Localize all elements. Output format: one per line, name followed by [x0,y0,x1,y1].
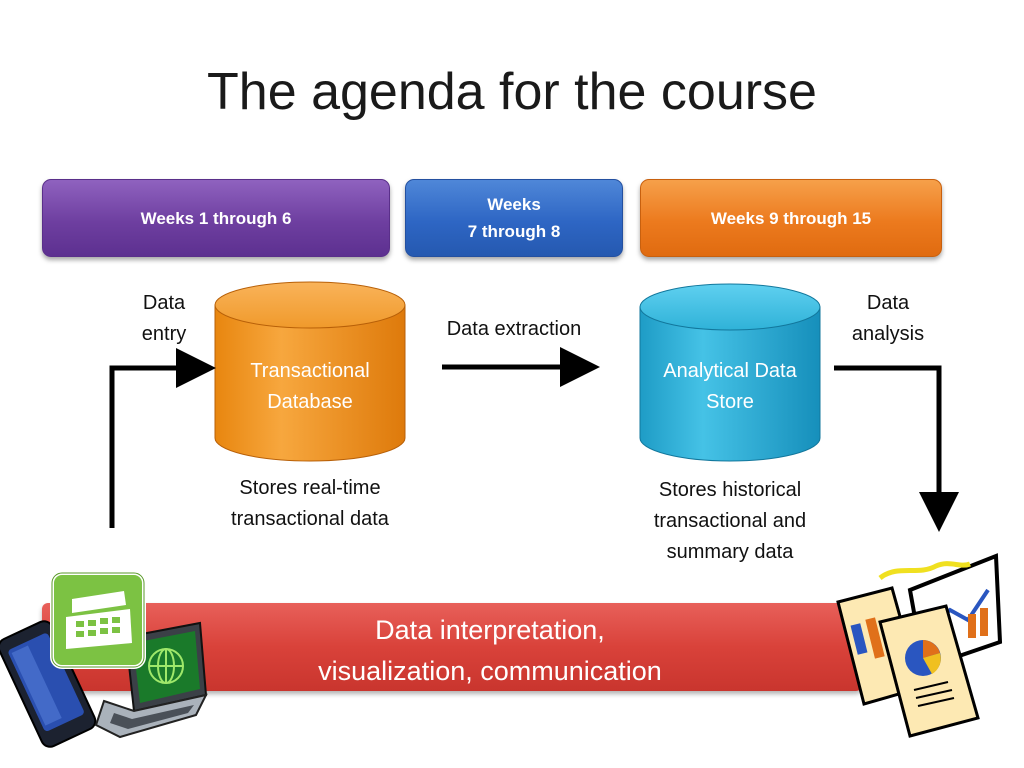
data-extraction-label: Data extraction [446,318,582,340]
smartphone-icon [0,620,97,748]
phase-label: Weeks 9 through 15 [710,208,872,228]
phase-label-line2: 7 through 8 [467,222,561,241]
phase-weeks-9-15: Weeks 9 through 15 [640,179,942,257]
data-analysis-arrow [834,365,959,532]
slide-title: The agenda for the course [207,63,817,121]
transactional-caption: Stores real-time transactional data [231,477,389,530]
phase-label-line1: Weeks [487,195,541,214]
data-analysis-label: Data analysis [851,292,925,345]
analytical-data-store-cylinder [639,283,821,462]
data-entry-arrow [109,348,216,528]
data-entry-label: Data entry [141,292,187,345]
phase-label: Weeks 1 through 6 [140,208,292,228]
transactional-database-label: Transactional Database [250,360,370,413]
transactional-database-cylinder [214,281,406,462]
analytical-caption: Stores historical transactional and summ… [653,479,807,563]
cash-register-icon [50,571,146,669]
data-analysis-reports [836,553,1003,738]
laptop-icon [94,621,208,739]
phase-weeks-1-6: Weeks 1 through 6 [42,179,390,257]
analytical-data-store-label: Analytical Data Store [663,360,797,413]
data-entry-devices [0,571,208,748]
phase-weeks-7-8: Weeks 7 through 8 [405,179,623,257]
banner-text: Data interpretation, visualization, comm… [318,615,662,686]
reports-icon [836,553,1003,738]
